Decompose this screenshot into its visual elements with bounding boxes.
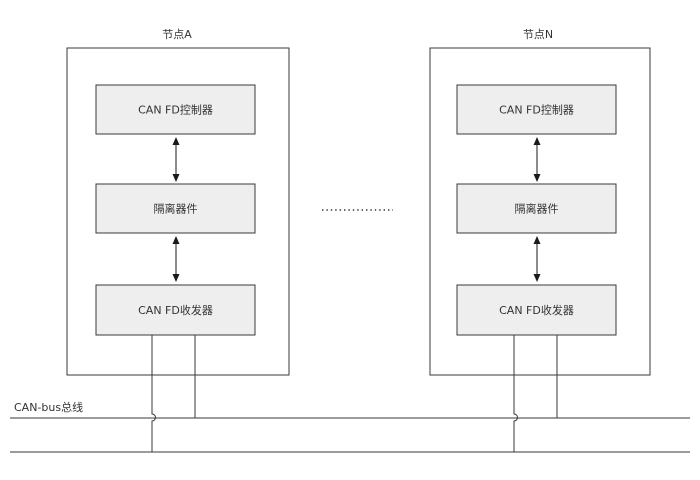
node-n-isolator-box — [456, 183, 617, 234]
node-n-title: 节点N — [523, 28, 553, 41]
node-a: 节点A CAN FD控制器 隔离器件 CAN FD收发器 — [66, 28, 290, 452]
node-n-transceiver-block: CAN FD收发器 — [456, 284, 617, 336]
can-bus: CAN-bus总线 — [10, 400, 690, 453]
node-a-controller-box — [95, 84, 256, 135]
arrow-head-down — [172, 174, 180, 182]
arrow-head-down — [533, 174, 541, 182]
node-n-controller-block: CAN FD控制器 — [456, 84, 617, 135]
node-a-isolator-block: 隔离器件 — [95, 183, 256, 234]
node-a-isolator-label: 隔离器件 — [154, 202, 198, 216]
node-n-controller-box — [456, 84, 617, 135]
node-n-transceiver-label: CAN FD收发器 — [499, 303, 574, 317]
arrow-head-up — [533, 236, 541, 244]
node-a-transceiver-box — [95, 284, 256, 336]
node-n-controller-label: CAN FD控制器 — [499, 103, 574, 117]
node-n-isolator-label: 隔离器件 — [515, 202, 559, 216]
node-a-title: 节点A — [162, 28, 192, 41]
node-a-controller-label: CAN FD控制器 — [138, 103, 213, 117]
node-n-arrow-2 — [533, 236, 541, 282]
ellipsis-text: …… — [346, 197, 368, 210]
arrow-head-up — [172, 236, 180, 244]
node-n-arrow-1 — [533, 137, 541, 182]
node-n-isolator-block: 隔离器件 — [456, 183, 617, 234]
node-a-isolator-box — [95, 183, 256, 234]
node-a-controller-block: CAN FD控制器 — [95, 84, 256, 135]
bus-label: CAN-bus总线 — [14, 400, 83, 414]
arrow-head-down — [533, 274, 541, 282]
node-a-transceiver-label: CAN FD收发器 — [138, 303, 213, 317]
node-a-arrow-2 — [172, 236, 180, 282]
node-a-transceiver-block: CAN FD收发器 — [95, 284, 256, 336]
arrow-head-up — [172, 137, 180, 145]
arrow-head-down — [172, 274, 180, 282]
node-a-arrow-1 — [172, 137, 180, 182]
arrow-head-up — [533, 137, 541, 145]
node-n-transceiver-box — [456, 284, 617, 336]
node-n: 节点N CAN FD控制器 隔离器件 CAN FD收发器 — [429, 28, 651, 452]
